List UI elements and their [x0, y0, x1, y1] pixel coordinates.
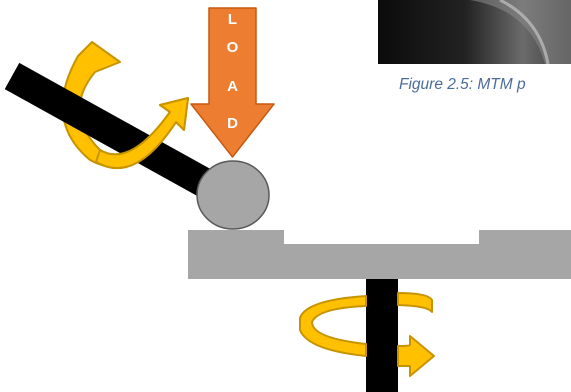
load-letter-a: A [227, 78, 238, 95]
test-disc [188, 230, 571, 279]
photo-fragment [378, 0, 571, 65]
load-letter-l: L [228, 11, 237, 28]
ball-holder-shaft [4, 62, 220, 201]
load-arrow-icon: L O A D [190, 7, 275, 158]
disc-shaft [366, 279, 398, 392]
upper-rotation-arrow-front [95, 97, 189, 170]
test-ball [196, 160, 270, 230]
load-letter-o: O [227, 39, 239, 56]
figure-caption: Figure 2.5: MTM p [399, 76, 526, 93]
load-letter-d: D [227, 115, 238, 132]
lower-rotation-arrow-icon [299, 292, 435, 377]
